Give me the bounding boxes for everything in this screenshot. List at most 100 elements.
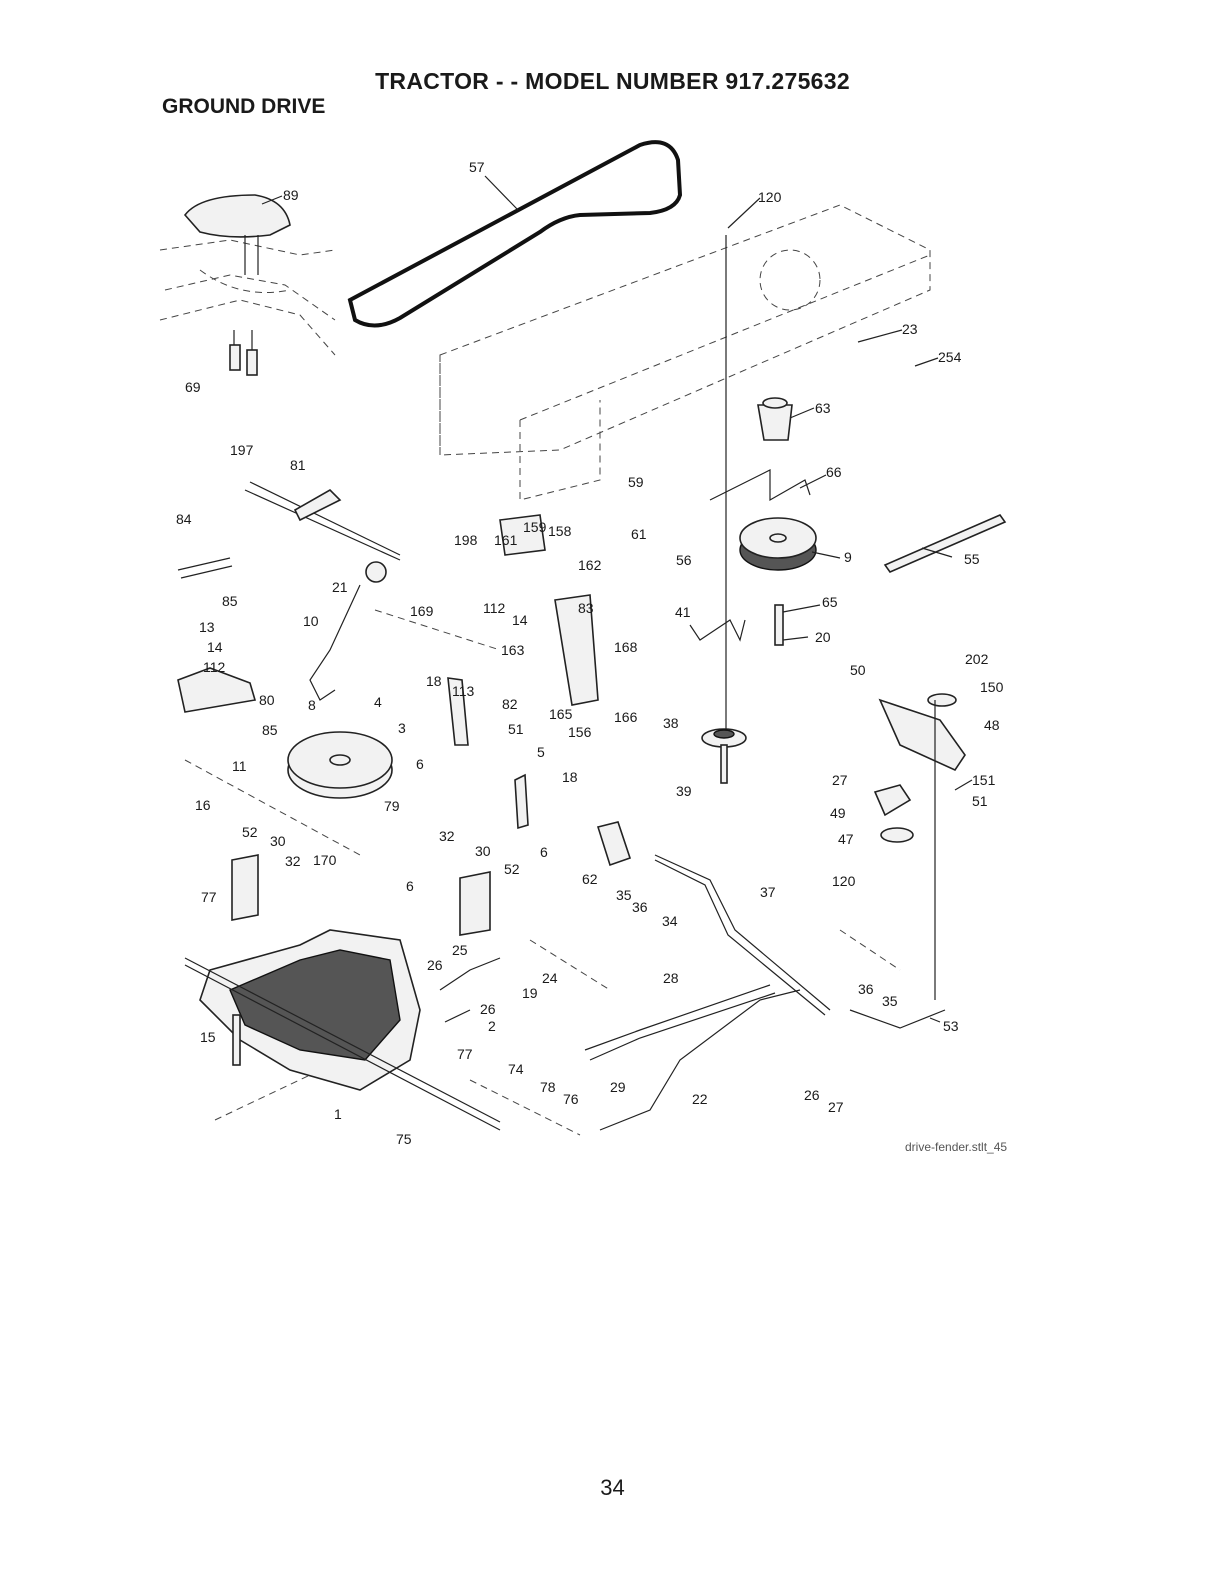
callout-52: 52 bbox=[242, 824, 258, 840]
callout-197: 197 bbox=[230, 442, 254, 458]
callout-61: 61 bbox=[631, 526, 647, 542]
callout-79: 79 bbox=[384, 798, 400, 814]
callout-6: 6 bbox=[416, 756, 424, 772]
callout-113: 113 bbox=[452, 683, 475, 699]
callout-18: 18 bbox=[562, 769, 578, 785]
callout-151: 151 bbox=[972, 772, 996, 788]
callout-34: 34 bbox=[662, 913, 678, 929]
callout-50: 50 bbox=[850, 662, 866, 678]
callout-51: 51 bbox=[508, 721, 524, 737]
callout-25: 25 bbox=[452, 942, 468, 958]
callout-85: 85 bbox=[222, 593, 238, 609]
callout-75: 75 bbox=[396, 1131, 412, 1147]
callout-6: 6 bbox=[406, 878, 414, 894]
callout-16: 16 bbox=[195, 797, 211, 813]
callout-84: 84 bbox=[176, 511, 192, 527]
callout-47: 47 bbox=[838, 831, 854, 847]
alignment-lines bbox=[184, 609, 901, 1136]
callout-23: 23 bbox=[902, 321, 918, 337]
shift-knob-cover bbox=[183, 194, 291, 275]
callout-56: 56 bbox=[676, 552, 692, 568]
callout-32: 32 bbox=[439, 828, 455, 844]
transaxle bbox=[184, 929, 501, 1131]
callout-52: 52 bbox=[504, 861, 520, 877]
callout-55: 55 bbox=[964, 551, 980, 567]
callout-62: 62 bbox=[582, 871, 598, 887]
page-title: TRACTOR - - MODEL NUMBER 917.275632 bbox=[375, 68, 850, 94]
callout-76: 76 bbox=[563, 1091, 579, 1107]
clutch-bracket-wire bbox=[709, 469, 811, 502]
callout-89: 89 bbox=[283, 187, 299, 203]
page-number: 34 bbox=[600, 1475, 625, 1500]
callout-49: 49 bbox=[830, 805, 846, 821]
callout-156: 156 bbox=[568, 724, 592, 740]
callout-59: 59 bbox=[628, 474, 644, 490]
callout-165: 165 bbox=[549, 706, 573, 722]
tractor-frame bbox=[439, 204, 931, 501]
callout-158: 158 bbox=[548, 523, 572, 539]
brake-bracket bbox=[177, 667, 257, 713]
callout-150: 150 bbox=[980, 679, 1004, 695]
callout-39: 39 bbox=[676, 783, 692, 799]
callout-19: 19 bbox=[522, 985, 538, 1001]
callout-168: 168 bbox=[614, 639, 638, 655]
callout-35: 35 bbox=[882, 993, 898, 1009]
callout-41: 41 bbox=[675, 604, 691, 620]
callout-65: 65 bbox=[822, 594, 838, 610]
callout-169: 169 bbox=[410, 603, 434, 619]
callout-78: 78 bbox=[540, 1079, 556, 1095]
callout-69: 69 bbox=[185, 379, 201, 395]
transmission-pulley bbox=[287, 731, 393, 799]
callout-4: 4 bbox=[374, 694, 382, 710]
callout-36: 36 bbox=[632, 899, 648, 915]
callout-77: 77 bbox=[201, 889, 217, 905]
brake-shaft bbox=[244, 481, 401, 561]
callout-6: 6 bbox=[540, 844, 548, 860]
tension-spring bbox=[883, 514, 1007, 573]
part-callouts: 57 89 120 69 23 254 63 197 81 66 59 84 1… bbox=[176, 159, 1004, 1147]
ground-drive-belt bbox=[347, 140, 683, 328]
callout-170: 170 bbox=[313, 852, 337, 868]
callout-81: 81 bbox=[290, 457, 306, 473]
callout-120: 120 bbox=[832, 873, 856, 889]
engine-pulley-stack bbox=[701, 235, 817, 784]
callout-14: 14 bbox=[512, 612, 528, 628]
callout-3: 3 bbox=[398, 720, 406, 736]
callout-11: 11 bbox=[232, 758, 247, 774]
callout-51: 51 bbox=[972, 793, 988, 809]
callout-26: 26 bbox=[804, 1087, 820, 1103]
shoulder-bolts bbox=[229, 330, 258, 376]
callout-1: 1 bbox=[334, 1106, 342, 1122]
callout-5: 5 bbox=[537, 744, 545, 760]
callout-21: 21 bbox=[332, 579, 348, 595]
callout-162: 162 bbox=[578, 557, 602, 573]
callout-53: 53 bbox=[943, 1018, 959, 1034]
callout-159: 159 bbox=[523, 519, 547, 535]
fender-outline bbox=[159, 239, 336, 356]
belt-guide-wire bbox=[689, 619, 746, 642]
callout-83: 83 bbox=[578, 600, 594, 616]
clutch-pedal-lever bbox=[177, 557, 387, 701]
callout-163: 163 bbox=[501, 642, 525, 658]
callout-15: 15 bbox=[200, 1029, 216, 1045]
callout-161: 161 bbox=[494, 532, 518, 548]
callout-22: 22 bbox=[692, 1091, 708, 1107]
drawing-filename: drive-fender.stlt_45 bbox=[905, 1140, 1008, 1154]
callout-254: 254 bbox=[938, 349, 962, 365]
callout-26: 26 bbox=[480, 1001, 496, 1017]
callout-48: 48 bbox=[984, 717, 1000, 733]
idler-arm-assembly bbox=[873, 693, 966, 1000]
callout-38: 38 bbox=[663, 715, 679, 731]
callout-80: 80 bbox=[259, 692, 275, 708]
control-rods bbox=[584, 821, 946, 1131]
callout-37: 37 bbox=[760, 884, 776, 900]
callout-74: 74 bbox=[508, 1061, 524, 1077]
callout-32: 32 bbox=[285, 853, 301, 869]
callout-30: 30 bbox=[270, 833, 286, 849]
callout-26: 26 bbox=[427, 957, 443, 973]
pto-springs bbox=[439, 957, 501, 1023]
callout-66: 66 bbox=[826, 464, 842, 480]
callout-85: 85 bbox=[262, 722, 278, 738]
callout-35: 35 bbox=[616, 887, 632, 903]
